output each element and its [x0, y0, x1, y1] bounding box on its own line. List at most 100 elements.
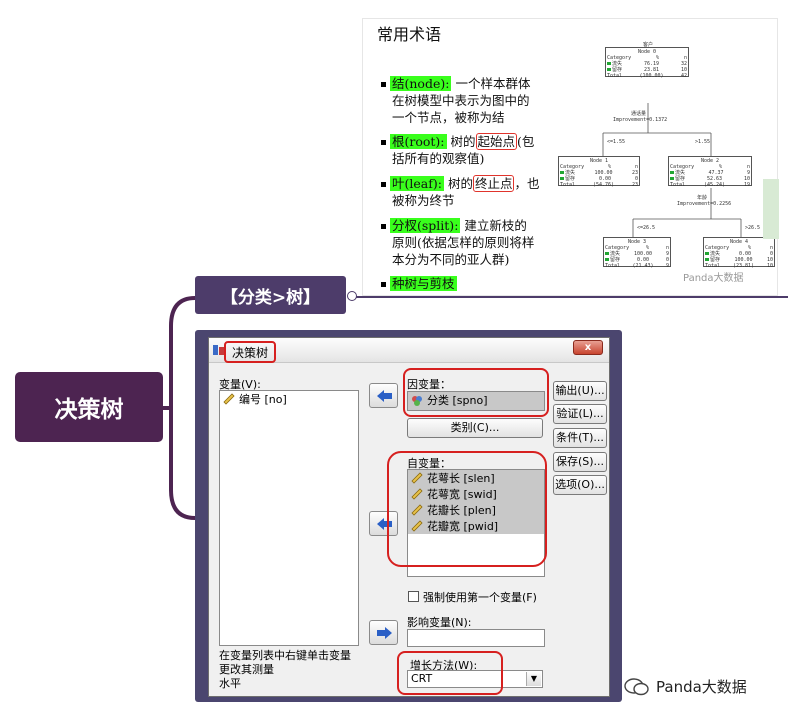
growth-method-select[interactable]: CRT ▼	[407, 670, 543, 688]
bullet-text: 括所有的观察值)	[392, 151, 485, 166]
bullet-text: 在树模型中表示为图中的	[392, 93, 530, 108]
hint-line: 水平	[219, 677, 241, 690]
ruler-icon	[411, 504, 423, 516]
term-highlight: 分杈(split):	[390, 218, 461, 233]
node-cell: 0	[634, 176, 638, 182]
slide-title: 常用术语	[377, 25, 442, 44]
split-left: <=26.5	[637, 225, 656, 231]
node-cell: 留存	[612, 67, 623, 73]
options-button[interactable]: 选项(O)...	[553, 475, 607, 495]
growth-highlight	[397, 651, 503, 695]
save-button[interactable]: 保存(S)...	[553, 452, 607, 472]
node-name: Node 4	[729, 239, 749, 245]
term-highlight: 叶(leaf):	[390, 176, 444, 191]
tree-target-label: 客户	[643, 42, 654, 48]
split-right: >26.5	[745, 225, 761, 231]
node-cell: (45.24)	[703, 182, 726, 188]
node-cell: (100.00)	[639, 73, 664, 79]
category-swatch	[670, 171, 674, 174]
criteria-button[interactable]: 条件(T)...	[553, 428, 607, 448]
category-swatch	[560, 171, 564, 174]
output-button[interactable]: 输出(U)...	[553, 381, 607, 401]
node-name: Node 1	[589, 158, 609, 164]
arrow-right-icon	[377, 627, 392, 639]
split-variable: 年龄	[697, 195, 708, 201]
list-item[interactable]: 花瓣长 [plen]	[408, 502, 544, 518]
bullet-dot	[381, 282, 386, 287]
variables-list[interactable]: 编号 [no]	[219, 390, 359, 646]
node-cell: (54.76)	[592, 182, 615, 188]
categories-button[interactable]: 类别(C)...	[407, 418, 543, 438]
bullet-text: 被称为终节	[392, 193, 455, 208]
watermark-text: Panda大数据	[656, 678, 747, 696]
bullet-prune: 种树与剪枝	[381, 275, 457, 292]
independent-highlight	[387, 451, 547, 567]
node-cell: 10	[766, 257, 773, 263]
move-independent-button[interactable]	[369, 511, 398, 536]
ruler-icon	[411, 488, 423, 500]
variables-label: 变量(V):	[219, 378, 261, 391]
node-cell: n	[683, 55, 687, 61]
node-name: Node 2	[700, 158, 720, 164]
variable-name: 花瓣长 [plen]	[427, 504, 496, 517]
node-cell: 留存	[610, 257, 621, 263]
bullet-text: 一个节点，被称为结	[392, 110, 505, 125]
influence-field[interactable]	[407, 629, 545, 647]
node-cell: 10	[743, 176, 750, 182]
node-cell: 100.00	[734, 257, 753, 263]
growth-value: CRT	[411, 672, 433, 685]
node-cell: 100.00	[594, 170, 613, 176]
mindmap-root[interactable]: 决策树	[15, 372, 163, 442]
independent-list[interactable]: 花萼长 [slen] 花萼宽 [swid] 花瓣长 [plen] 花瓣宽 [pw…	[407, 469, 545, 577]
hint-text: 在变量列表中右键单击变量 更改其测量 水平	[219, 649, 351, 691]
hint-line: 更改其测量	[219, 663, 274, 676]
dependent-field[interactable]: 分类 [spno]	[407, 391, 545, 411]
node-cell: n	[769, 245, 773, 251]
bullet-leaf: 叶(leaf): 树的终止点，也 被称为终节	[381, 175, 539, 209]
slide-edge-decoration	[763, 179, 779, 239]
title-bar[interactable]: 决策树 x	[209, 338, 609, 363]
category-swatch	[670, 177, 674, 180]
bullet-text: 本分为不同的亚人群)	[392, 252, 510, 267]
split-improvement: Improvement=0.2256	[677, 201, 732, 207]
close-button[interactable]: x	[573, 340, 603, 355]
bullet-dot	[381, 140, 386, 145]
mindmap-branch[interactable]: 【分类>树】	[195, 276, 346, 314]
node-cell: 23.81	[643, 67, 660, 73]
node-cell: 留存	[565, 176, 576, 182]
split-left: <=1.55	[607, 139, 626, 145]
node-cell: 100.00	[633, 251, 653, 257]
split-variable: 通话量	[631, 111, 647, 117]
node-cell: n	[634, 164, 638, 170]
node-cell: 0.00	[636, 257, 650, 263]
list-item[interactable]: 花萼宽 [swid]	[408, 486, 544, 502]
validation-button[interactable]: 验证(L)...	[553, 404, 607, 424]
slide-image: 常用术语 结(node): 一个样本群体 在树模型中表示为图中的 一个节点，被称…	[362, 18, 779, 296]
node-cell: 10	[680, 67, 687, 73]
list-item[interactable]: 花瓣宽 [pwid]	[408, 518, 544, 534]
move-dependent-button[interactable]	[369, 383, 398, 408]
chevron-down-icon[interactable]: ▼	[526, 672, 541, 686]
node-cell: 42	[680, 73, 687, 79]
category-swatch	[560, 177, 564, 180]
nominal-icon	[412, 396, 422, 406]
independent-label: 自变量：	[407, 457, 451, 470]
node-cell: 流失	[675, 170, 686, 176]
force-first-checkbox[interactable]	[408, 591, 419, 602]
list-item[interactable]: 编号 [no]	[220, 391, 358, 407]
bullet-root: 根(root): 树的起始点(包 括所有的观察值)	[381, 133, 534, 167]
branch-line	[356, 296, 788, 298]
dependent-item[interactable]: 分类 [spno]	[408, 392, 544, 408]
list-item[interactable]: 花萼长 [slen]	[408, 470, 544, 486]
category-swatch	[607, 68, 611, 71]
node-cell: 9	[665, 263, 669, 269]
dependent-value: 分类 [spno]	[427, 394, 488, 407]
tree-connectors	[602, 103, 742, 237]
node-cell: Total	[607, 73, 623, 79]
move-influence-button[interactable]	[369, 620, 398, 645]
